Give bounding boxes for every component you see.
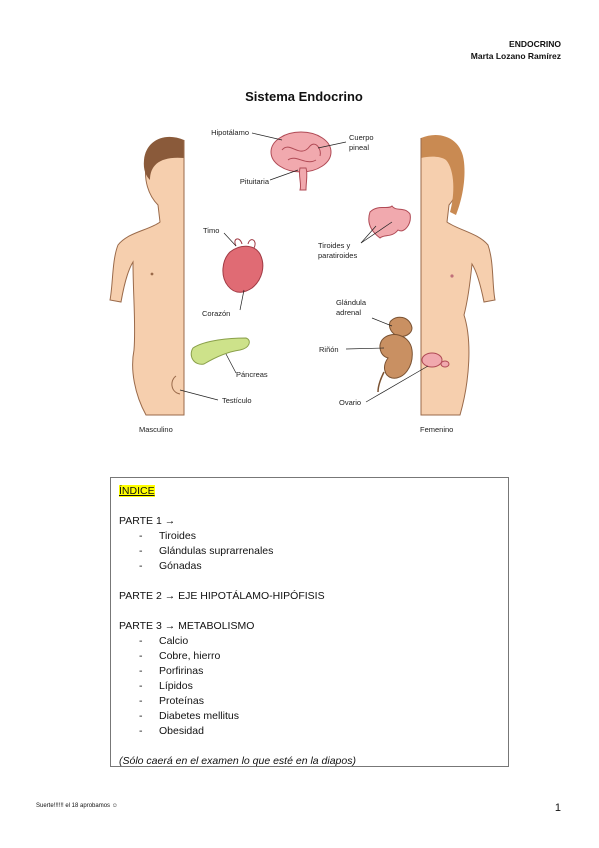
figure-title: Sistema Endocrino [245, 89, 363, 104]
male-body [109, 141, 185, 416]
part-1-list: -Tiroides -Glándulas suprarrenales -Góna… [119, 529, 500, 574]
label-masculino: Masculino [139, 425, 173, 434]
index-title: ÍNDICE [119, 485, 155, 497]
label-hipotalamo: Hipotálamo [211, 128, 249, 137]
label-tiroides-1: Tiroides y [318, 241, 350, 250]
list-item: -Porfirinas [139, 665, 204, 677]
ovary-organ [421, 352, 450, 368]
part-3-list: -Calcio -Cobre, hierro -Porfirinas -Lípi… [119, 634, 500, 739]
part-3-heading: PARTE 3 → METABOLISMO [119, 620, 255, 632]
header-author: Marta Lozano Ramírez [470, 51, 561, 61]
label-femenino: Femenino [420, 425, 453, 434]
leader-lines [179, 132, 429, 403]
list-item: -Obesidad [139, 725, 204, 737]
female-nipple [450, 274, 454, 278]
label-rinon: Riñón [319, 345, 339, 354]
label-glandula-adrenal-1: Glándula [336, 298, 367, 307]
label-ovario: Ovario [339, 398, 361, 407]
list-item: -Cobre, hierro [139, 650, 221, 662]
endocrine-illustration: Sistema Endocrino [109, 89, 496, 434]
list-item: -Tiroides [139, 530, 196, 542]
thyroid-organ [368, 205, 411, 239]
male-groin [171, 375, 181, 395]
exam-note: (Sólo caerá en el examen lo que esté en … [119, 755, 356, 767]
male-nipple [150, 272, 154, 276]
pancreas-organ [190, 337, 250, 365]
list-item: -Calcio [139, 635, 189, 647]
label-cuerpo-pineal-2: pineal [349, 143, 369, 152]
label-corazon: Corazón [202, 309, 230, 318]
kidney-adrenal-organ [377, 316, 413, 393]
footer-text: Suerte!!!!!! el 18 aprobamos ☺ [36, 803, 118, 809]
part-1-heading: PARTE 1 → [119, 515, 176, 527]
female-hair [421, 135, 465, 215]
label-tiroides-2: paratiroides [318, 251, 357, 260]
label-cuerpo-pineal-1: Cuerpo [349, 133, 374, 142]
label-pancreas: Páncreas [236, 370, 268, 379]
female-figure [420, 135, 496, 416]
male-hair [143, 136, 184, 180]
header-subject: ENDOCRINO [509, 39, 561, 49]
index-box: ÍNDICE PARTE 1 → -Tiroides -Glándulas su… [110, 477, 509, 767]
brain-organ [270, 131, 332, 191]
page-number: 1 [554, 802, 561, 814]
label-timo: Timo [203, 226, 219, 235]
list-item: -Glándulas suprarrenales [139, 545, 274, 557]
list-item: -Diabetes mellitus [139, 710, 239, 722]
document-header: ENDOCRINO Marta Lozano Ramírez [471, 38, 561, 62]
list-item: -Gónadas [139, 560, 202, 572]
male-figure [109, 136, 185, 416]
heart-organ [222, 238, 264, 293]
part-2-heading: PARTE 2 → EJE HIPOTÁLAMO-HIPÓFISIS [119, 590, 325, 602]
list-item: -Proteínas [139, 695, 204, 707]
endocrine-system-figure: Sistema Endocrino [109, 89, 496, 434]
label-glandula-adrenal-2: adrenal [336, 308, 361, 317]
label-testiculo: Testículo [222, 396, 252, 405]
label-pituitaria: Pituitaria [240, 177, 270, 186]
list-item: -Lípidos [139, 680, 193, 692]
